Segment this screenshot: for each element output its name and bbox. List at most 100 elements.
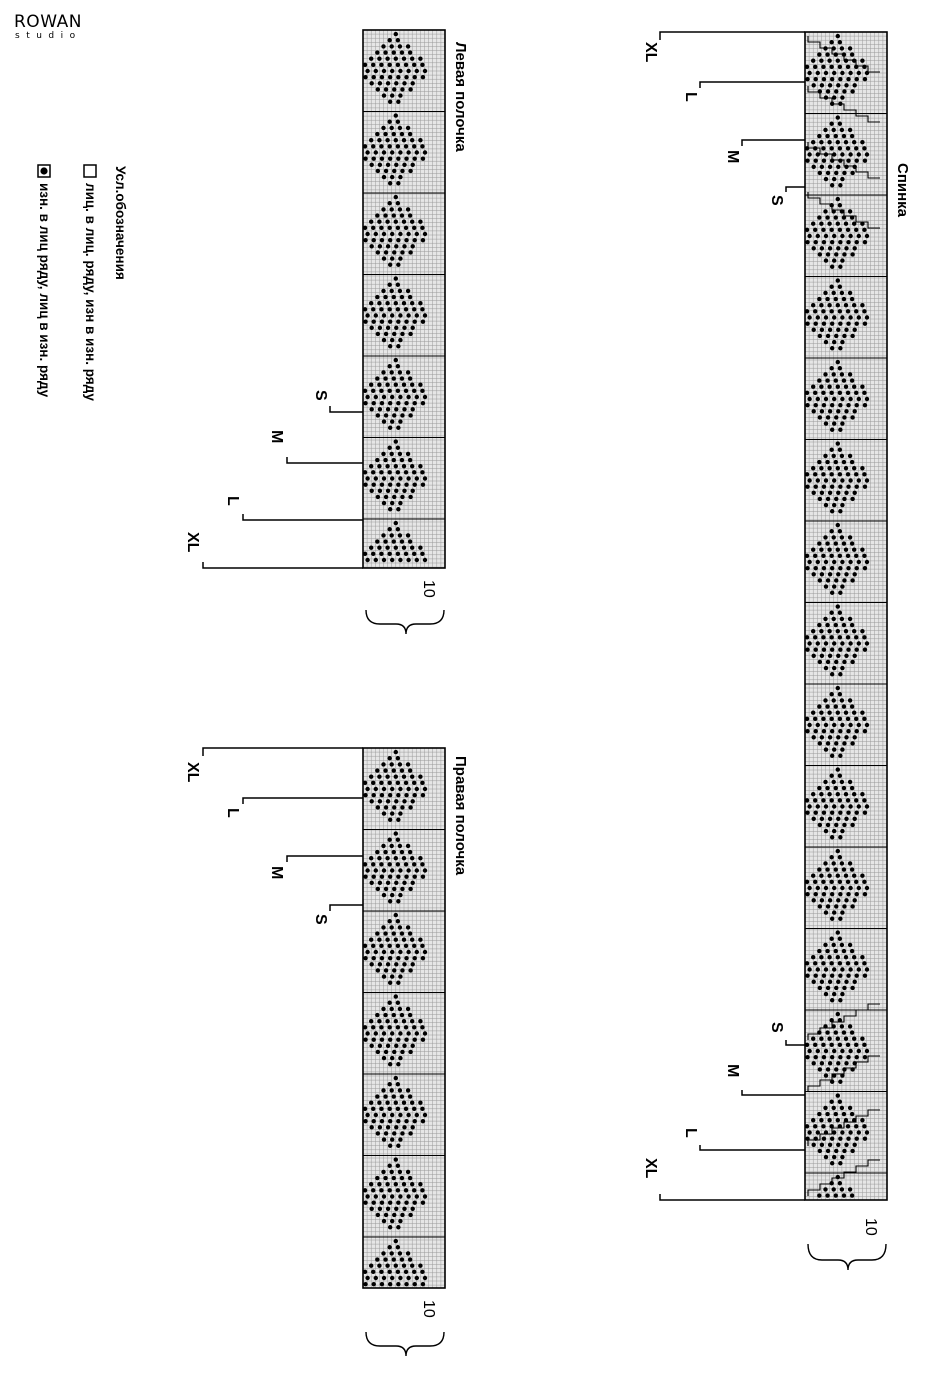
purl-dot <box>387 319 393 324</box>
purl-dot <box>838 1054 843 1060</box>
purl-dot <box>827 873 832 878</box>
purl-dot <box>369 325 374 330</box>
purl-dot <box>827 1142 833 1148</box>
purl-dot <box>408 250 413 255</box>
purl-dot <box>835 522 840 528</box>
purl-dot <box>839 942 845 948</box>
purl-dot <box>387 1118 393 1124</box>
purl-dot <box>418 382 423 387</box>
purl-dot <box>862 973 868 978</box>
purl-dot <box>841 1193 847 1198</box>
purl-dot <box>829 447 834 452</box>
purl-dot <box>400 250 405 255</box>
purl-dot <box>373 557 378 563</box>
purl-dot <box>845 716 851 722</box>
purl-dot <box>363 319 368 324</box>
purl-dot <box>390 811 395 816</box>
purl-dot <box>804 1042 810 1048</box>
purl-dot <box>821 1042 826 1048</box>
purl-dot <box>840 152 845 157</box>
purl-dot <box>823 127 828 133</box>
purl-dot <box>383 539 388 544</box>
purl-dot <box>813 402 818 408</box>
purl-dot <box>396 1225 401 1230</box>
purl-dot <box>823 396 829 402</box>
chart-back-repeat-lines <box>805 113 887 1174</box>
chart-left-front-title: Левая полочка <box>452 42 469 152</box>
purl-dot <box>829 146 834 151</box>
chart-left-front-frame <box>362 29 446 569</box>
purl-dot <box>369 545 374 550</box>
purl-dot <box>369 962 374 967</box>
purl-dot <box>817 622 822 628</box>
purl-dot <box>852 898 857 903</box>
purl-dot <box>398 93 403 98</box>
chart-left-front-dots <box>362 31 428 563</box>
purl-dot <box>399 768 405 773</box>
purl-dot <box>864 1130 870 1135</box>
purl-dot <box>825 1111 830 1117</box>
purl-dot <box>397 288 403 294</box>
purl-dot <box>362 307 368 312</box>
purl-dot <box>821 76 827 82</box>
purl-dot <box>821 1136 827 1141</box>
purl-dot <box>835 1118 840 1123</box>
purl-dot <box>844 979 849 984</box>
purl-dot <box>365 1194 370 1199</box>
purl-dot <box>805 810 810 815</box>
purl-dot <box>829 1018 834 1023</box>
chart-right-front-repeat-brace <box>365 1331 445 1357</box>
purl-dot <box>805 728 810 734</box>
purl-dot <box>838 76 843 82</box>
purl-dot <box>841 459 847 465</box>
purl-dot <box>420 1037 426 1042</box>
purl-dot <box>839 372 845 377</box>
purl-dot <box>845 64 851 70</box>
purl-dot <box>833 459 838 465</box>
purl-dot <box>834 333 839 339</box>
purl-dot <box>819 1036 824 1041</box>
purl-dot <box>804 635 810 640</box>
purl-dot <box>401 219 407 224</box>
purl-dot <box>410 162 415 167</box>
purl-dot <box>402 488 407 493</box>
purl-dot <box>846 239 851 245</box>
purl-dot <box>850 170 855 176</box>
purl-dot <box>410 1043 415 1049</box>
purl-dot <box>847 1105 853 1111</box>
size-label-right-front-m: M <box>268 866 285 879</box>
purl-dot <box>829 509 835 514</box>
purl-dot <box>817 867 822 872</box>
purl-dot <box>842 496 847 502</box>
purl-dot <box>396 156 401 161</box>
purl-dot <box>805 239 810 245</box>
purl-dot <box>829 1136 835 1141</box>
purl-dot <box>420 862 425 867</box>
purl-dot <box>845 1124 851 1129</box>
purl-dot <box>398 394 403 400</box>
purl-dot <box>387 119 392 124</box>
purl-dot <box>829 973 835 978</box>
purl-dot <box>829 1099 834 1104</box>
purl-dot <box>811 164 816 169</box>
purl-dot <box>406 231 411 237</box>
purl-dot <box>829 672 835 677</box>
purl-dot <box>407 294 413 300</box>
purl-dot <box>408 413 413 418</box>
purl-dot <box>418 1019 423 1024</box>
purl-dot <box>393 994 398 999</box>
purl-dot <box>377 1206 383 1212</box>
purl-dot <box>390 500 395 506</box>
purl-dot <box>837 961 843 966</box>
size-label-back-xl-bottom: XL <box>642 1158 659 1179</box>
purl-dot <box>817 1193 822 1198</box>
purl-dot <box>837 472 843 477</box>
purl-dot <box>811 246 816 251</box>
purl-dot <box>845 961 851 966</box>
purl-dot <box>835 359 840 365</box>
purl-dot <box>856 559 861 565</box>
purl-dot <box>377 244 383 249</box>
purl-dot <box>403 1188 409 1193</box>
purl-dot <box>412 1025 417 1030</box>
purl-dot <box>834 170 839 176</box>
